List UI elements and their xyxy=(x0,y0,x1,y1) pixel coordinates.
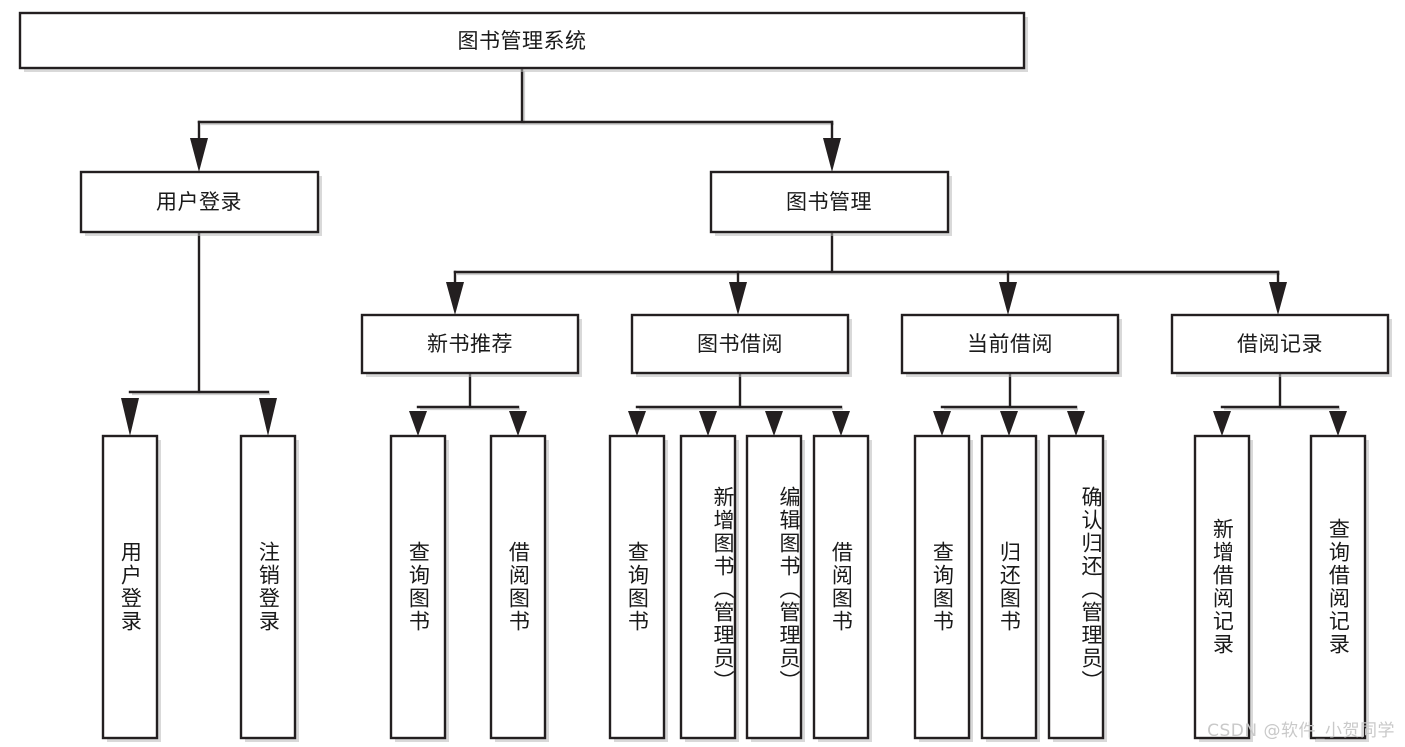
arrow-to-leaf-user-login xyxy=(121,398,139,436)
node-book-borrow-box[interactable] xyxy=(630,313,850,375)
node-book-manage-box[interactable] xyxy=(709,170,950,234)
node-leaf-current-confirm-return-box[interactable] xyxy=(1047,434,1105,740)
node-root-label: 图书管理系统 xyxy=(458,29,587,53)
arrow-to-book-borrow xyxy=(729,282,747,315)
node-current-borrow-label: 当前借阅 xyxy=(967,332,1053,356)
arrow-to-leaf-record-add xyxy=(1213,411,1231,436)
arrow-to-current-borrow xyxy=(999,282,1017,315)
node-root-box[interactable] xyxy=(18,11,1026,70)
node-leaf-current-query-book-box[interactable] xyxy=(913,434,971,740)
node-leaf-rec-borrow-book-box[interactable] xyxy=(489,434,547,740)
node-leaf-borrow-edit-book-box[interactable] xyxy=(745,434,803,740)
arrow-to-leaf-borrow-query-book xyxy=(628,411,646,436)
node-leaf-record-add-box[interactable] xyxy=(1193,434,1251,740)
arrow-to-leaf-borrow-borrow-book xyxy=(832,411,850,436)
node-borrow-record-label: 借阅记录 xyxy=(1237,332,1323,356)
node-book-manage-label: 图书管理 xyxy=(786,190,872,214)
node-leaf-user-login-box[interactable] xyxy=(101,434,159,740)
node-leaf-user-logout-box[interactable] xyxy=(239,434,297,740)
node-leaf-rec-query-book-box[interactable] xyxy=(389,434,447,740)
arrow-to-leaf-user-logout xyxy=(259,398,277,436)
arrow-to-leaf-borrow-add-book xyxy=(699,411,717,436)
arrow-to-leaf-current-return-book xyxy=(1000,411,1018,436)
node-borrow-record-box[interactable] xyxy=(1170,313,1390,375)
node-user-login-label: 用户登录 xyxy=(156,190,242,214)
node-leaf-borrow-query-book-box[interactable] xyxy=(608,434,666,740)
node-current-borrow-box[interactable] xyxy=(900,313,1120,375)
arrow-root-to-book-manage xyxy=(823,138,841,172)
csdn-watermark: CSDN @软件_小贺同学 xyxy=(1207,721,1395,741)
connector-layer xyxy=(121,67,1347,436)
node-leaf-borrow-add-book-box[interactable] xyxy=(679,434,737,740)
node-new-book-recommend-label: 新书推荐 xyxy=(427,332,513,356)
node-leaf-record-query-box[interactable] xyxy=(1309,434,1367,740)
node-user-login-box[interactable] xyxy=(79,170,320,234)
arrow-to-borrow-record xyxy=(1269,282,1287,315)
arrow-to-leaf-record-query xyxy=(1329,411,1347,436)
node-leaf-current-return-book-box[interactable] xyxy=(980,434,1038,740)
arrow-to-leaf-rec-query-book xyxy=(409,411,427,436)
arrow-to-leaf-current-confirm-return xyxy=(1067,411,1085,436)
node-leaf-borrow-borrow-book-box[interactable] xyxy=(812,434,870,740)
arrow-root-to-user-login xyxy=(190,138,208,172)
node-layer: 图书管理系统 用户登录 图书管理 新书推荐 图书借阅 当前借阅 借阅记录 xyxy=(18,11,1392,742)
arrow-to-leaf-rec-borrow-book xyxy=(509,411,527,436)
node-book-borrow-label: 图书借阅 xyxy=(697,332,783,356)
arrow-to-leaf-borrow-edit-book xyxy=(765,411,783,436)
node-new-book-recommend-box[interactable] xyxy=(360,313,580,375)
arrow-to-new-book-recommend xyxy=(446,282,464,315)
arrow-to-leaf-current-query-book xyxy=(933,411,951,436)
